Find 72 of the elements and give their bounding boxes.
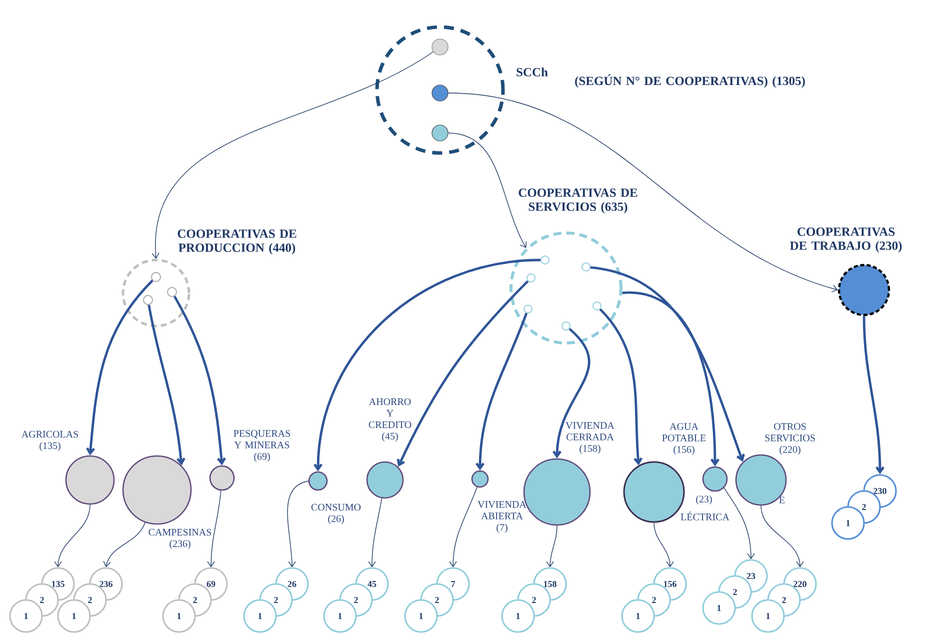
category-label: AGUA POTABLE (156) — [662, 423, 706, 455]
heading: SCCh — [516, 68, 548, 76]
dot — [432, 84, 448, 102]
dot — [526, 274, 536, 282]
heading: COOPERATIVAS DE SERVICIOS (635) — [518, 188, 638, 214]
node-label: 1 — [636, 613, 640, 619]
dot — [432, 124, 448, 142]
arrow — [396, 280, 529, 467]
arrow — [207, 490, 222, 568]
arrow — [103, 522, 146, 568]
heading: (SEGÚN N° DE COOPERATIVAS) (1305) — [575, 74, 805, 88]
category-label: CONSUMO (26) — [311, 504, 361, 524]
node-label: 1 — [338, 613, 342, 619]
node-label: 1 — [766, 613, 770, 619]
dot — [582, 262, 590, 272]
dot — [143, 295, 153, 305]
node-label: 2 — [40, 597, 44, 603]
arrow — [173, 296, 226, 466]
node-label: 2 — [354, 597, 358, 603]
dot — [562, 322, 570, 330]
dot — [540, 256, 550, 264]
letter-label: E — [779, 496, 785, 504]
arrow — [862, 316, 884, 474]
category-label: PESQUERAS Y MINERAS (69) — [234, 430, 290, 462]
category-label: (23) — [696, 495, 712, 505]
node-label: 2 — [782, 597, 786, 603]
arrow — [148, 304, 186, 466]
node-label: 1 — [717, 605, 721, 611]
arrow — [448, 132, 527, 248]
arrow — [724, 488, 755, 560]
category-label: CAMPESINAS (236) — [148, 528, 212, 550]
arrow — [152, 51, 434, 259]
node-label: 1 — [419, 613, 423, 619]
node-label: 1 — [258, 613, 262, 619]
arrow — [599, 308, 643, 466]
dot — [167, 287, 177, 297]
category-label: VIVIENDA CERRADA (158) — [566, 422, 614, 454]
arrow — [314, 258, 541, 472]
category-label: OTROS SERVICIOS (220) — [765, 423, 815, 455]
dot — [592, 302, 602, 310]
node-label: 2 — [274, 597, 278, 603]
node-label: 2 — [532, 597, 536, 603]
node-label: 2 — [435, 597, 439, 603]
category-label: VIVIENDA ABIERTA (7) — [478, 501, 526, 533]
node-label: 1 — [24, 613, 28, 619]
arrow — [86, 280, 154, 456]
dot — [151, 272, 161, 282]
node-label: 2 — [193, 597, 197, 603]
node-label: 2 — [652, 597, 656, 603]
arrow — [552, 328, 590, 458]
category-label: LÉCTRICA — [680, 512, 730, 520]
arrow — [590, 266, 745, 462]
arrow — [760, 505, 804, 568]
arrow — [622, 292, 720, 466]
arrow — [654, 522, 674, 568]
arrow — [287, 480, 309, 568]
arrow — [546, 525, 558, 568]
arrow — [449, 486, 478, 568]
dot — [432, 38, 448, 56]
arrow — [368, 498, 382, 568]
heading: COOPERATIVAS DE PRODUCCION (440) — [178, 230, 296, 254]
arrow — [54, 504, 90, 568]
node-label: 1 — [72, 613, 76, 619]
arrow — [476, 312, 528, 470]
dot — [524, 304, 532, 314]
arrow — [448, 92, 838, 292]
node-label: 1 — [516, 613, 520, 619]
node-label: 1 — [177, 613, 181, 619]
heading: COOPERATIVAS DE TRABAJO (230) — [790, 228, 902, 252]
category-label: AHORRO Y CREDITO (45) — [368, 398, 412, 442]
node-label: 2 — [88, 597, 92, 603]
category-label: AGRICOLAS (135) — [22, 430, 78, 452]
